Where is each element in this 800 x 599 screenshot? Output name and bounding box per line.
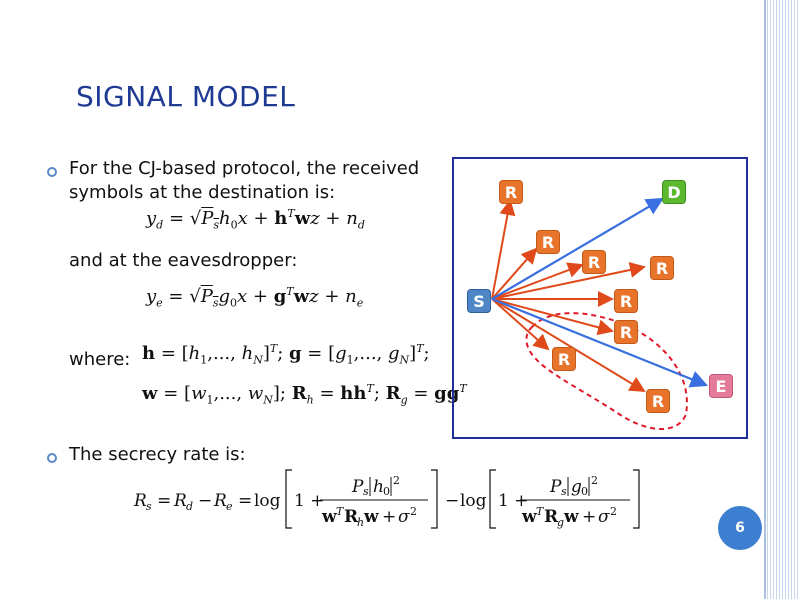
relay-node: R (646, 389, 670, 413)
relay-node: R (582, 250, 606, 274)
relay-node: R (552, 347, 576, 371)
svg-text:R: R (344, 507, 359, 527)
svg-text:−: − (445, 491, 459, 511)
source-node: S (467, 289, 491, 313)
svg-text:h: h (357, 516, 364, 529)
svg-text:2: 2 (591, 474, 598, 487)
equation-destination: yd = √Psh0x + hTwz + nd (146, 207, 365, 232)
equation-vectors-hg: h = [h1,..., hN]T; g = [g1,..., gN]T; (142, 342, 430, 367)
svg-text:2: 2 (393, 474, 400, 487)
svg-text:R: R (544, 507, 559, 527)
network-diagram: R D R R R S R R R E R (452, 157, 748, 439)
diagram-arrows (491, 197, 709, 430)
svg-text:0: 0 (581, 485, 588, 498)
decorative-border (764, 0, 800, 599)
svg-text:R: R (133, 491, 147, 511)
svg-text:1 +: 1 + (498, 491, 528, 511)
svg-text:R: R (173, 491, 187, 511)
svg-text:−: − (198, 491, 212, 511)
svg-text:e: e (226, 500, 233, 513)
svg-text:+: + (382, 507, 396, 527)
svg-text:w: w (321, 507, 337, 527)
svg-text:T: T (336, 505, 345, 518)
svg-text:+: + (582, 507, 596, 527)
svg-text:T: T (536, 505, 545, 518)
svg-text:w: w (363, 507, 379, 527)
where-text: where: (69, 349, 131, 370)
equation-eavesdropper: ye = √Psg0x + gTwz + ne (146, 285, 364, 310)
svg-text:σ: σ (398, 507, 410, 527)
svg-text:g: g (571, 477, 582, 497)
secrecy-rate-text: The secrecy rate is: (69, 444, 246, 465)
relay-node: R (499, 180, 523, 204)
relay-node: R (614, 289, 638, 313)
slide-title: SIGNAL MODEL (76, 80, 296, 113)
svg-text:s: s (561, 485, 567, 498)
svg-text:=: = (157, 491, 171, 511)
page-number: 6 (718, 506, 762, 550)
relay-node: R (536, 230, 560, 254)
svg-text:2: 2 (410, 505, 417, 518)
svg-text:σ: σ (598, 507, 610, 527)
bullet-text-line1: For the CJ-based protocol, the received (69, 158, 420, 179)
svg-text:log: log (460, 491, 487, 511)
svg-text:2: 2 (610, 505, 617, 518)
svg-text:0: 0 (383, 485, 390, 498)
svg-text:s: s (363, 485, 369, 498)
svg-text:1 +: 1 + (294, 491, 324, 511)
equation-vectors-wR: w = [w1,..., wN]; Rh = hhT; Rg = ggT (142, 382, 467, 407)
relay-node: R (614, 320, 638, 344)
svg-text:w: w (521, 507, 537, 527)
svg-text:s: s (146, 500, 152, 513)
svg-text:log: log (254, 491, 281, 511)
svg-text:g: g (557, 516, 564, 529)
svg-text:=: = (238, 491, 252, 511)
svg-text:d: d (186, 500, 193, 513)
svg-text:h: h (373, 477, 384, 497)
svg-text:P: P (549, 477, 562, 497)
svg-text:P: P (351, 477, 364, 497)
bullet-text-line2: symbols at the destination is: (69, 182, 336, 203)
destination-node: D (662, 180, 686, 204)
svg-text:w: w (563, 507, 579, 527)
svg-text:R: R (213, 491, 227, 511)
eavesdropper-text: and at the eavesdropper: (69, 250, 298, 271)
bullet-icon (47, 167, 57, 177)
relay-node: R (650, 256, 674, 280)
eavesdropper-node: E (709, 374, 733, 398)
bullet-icon (47, 453, 57, 463)
